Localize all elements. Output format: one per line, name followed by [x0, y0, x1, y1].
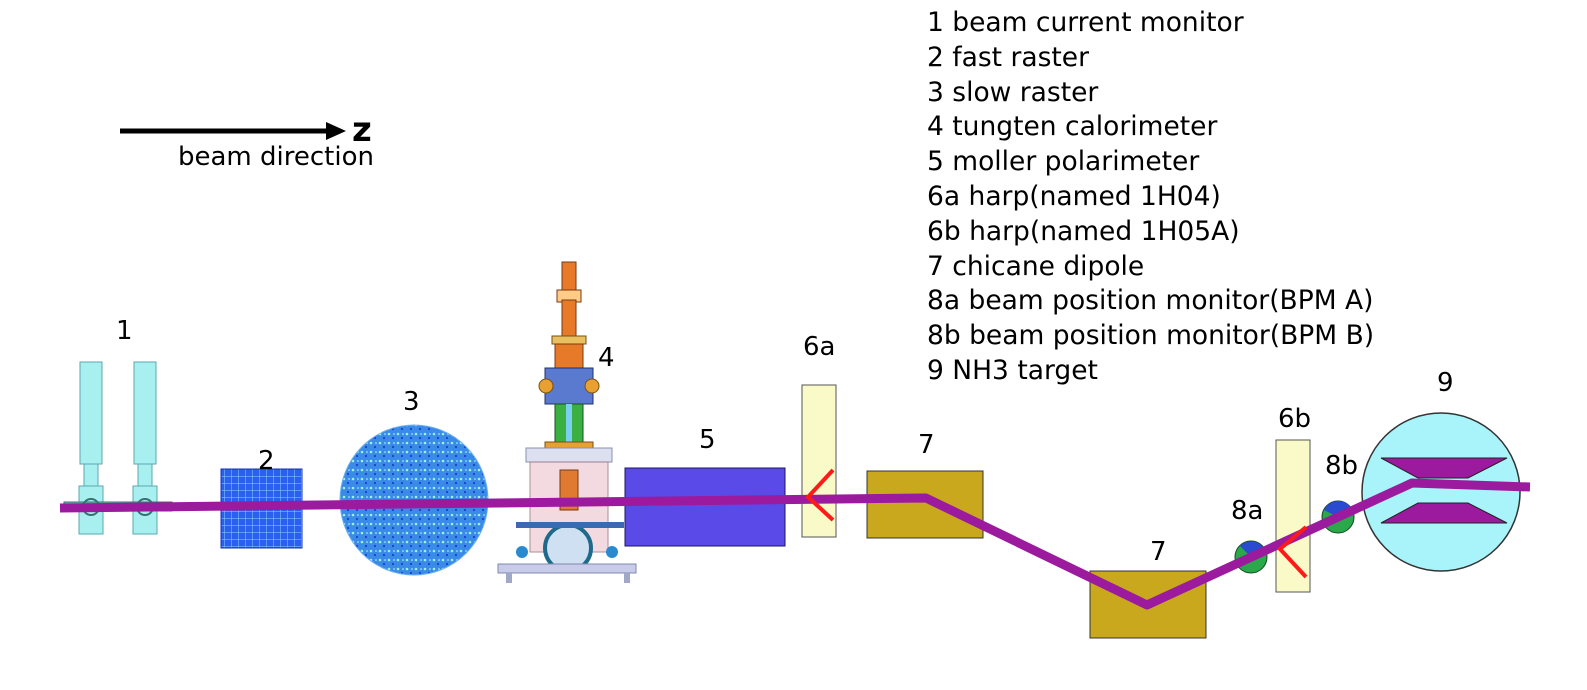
red-arrow-marker-6a	[805, 468, 835, 522]
legend-item: 1 beam current monitor	[927, 7, 1244, 38]
label-5: 5	[699, 425, 716, 455]
beam-direction-label: beam direction	[178, 142, 374, 172]
label-1: 1	[116, 316, 133, 346]
label-8b: 8b	[1325, 451, 1358, 481]
chicane-dipole-1	[866, 470, 984, 539]
harp-6a	[801, 384, 837, 538]
label-3: 3	[403, 387, 420, 417]
legend-item: 6a harp(named 1H04)	[927, 180, 1221, 212]
label-6a: 6a	[803, 332, 835, 362]
label-9: 9	[1437, 368, 1454, 398]
beam-direction-indicator: z beam direction	[120, 110, 374, 172]
legend-item: 8b beam position monitor(BPM B)	[927, 320, 1375, 352]
legend-item: 6b harp(named 1H05A)	[927, 215, 1240, 247]
z-axis-label: z	[352, 110, 372, 150]
label-2: 2	[258, 446, 275, 476]
legend-item: 7 chicane dipole	[927, 250, 1145, 282]
moller-polarimeter	[624, 467, 786, 547]
label-7-downstream: 7	[1150, 537, 1167, 567]
label-6b: 6b	[1278, 404, 1311, 434]
label-7-upstream: 7	[918, 430, 935, 460]
label-4: 4	[598, 343, 615, 373]
legend-item: 3 slow raster	[927, 76, 1099, 108]
legend-item: 2 fast raster	[927, 41, 1090, 73]
beam-path	[59, 478, 1531, 610]
red-arrow-marker-6b	[1277, 525, 1308, 579]
component-legend: 1 beam current monitor 2 fast raster 3 s…	[927, 6, 1374, 389]
legend-item: 9 NH3 target	[927, 354, 1098, 386]
tungsten-calorimeter	[497, 261, 637, 583]
legend-item: 5 moller polarimeter	[927, 146, 1200, 178]
legend-item: 4 tungten calorimeter	[927, 111, 1218, 143]
label-8a: 8a	[1231, 496, 1263, 526]
harp-6b	[1275, 439, 1311, 593]
nh3-target	[1361, 412, 1521, 572]
legend-item: 8a beam position monitor(BPM A)	[927, 285, 1374, 317]
